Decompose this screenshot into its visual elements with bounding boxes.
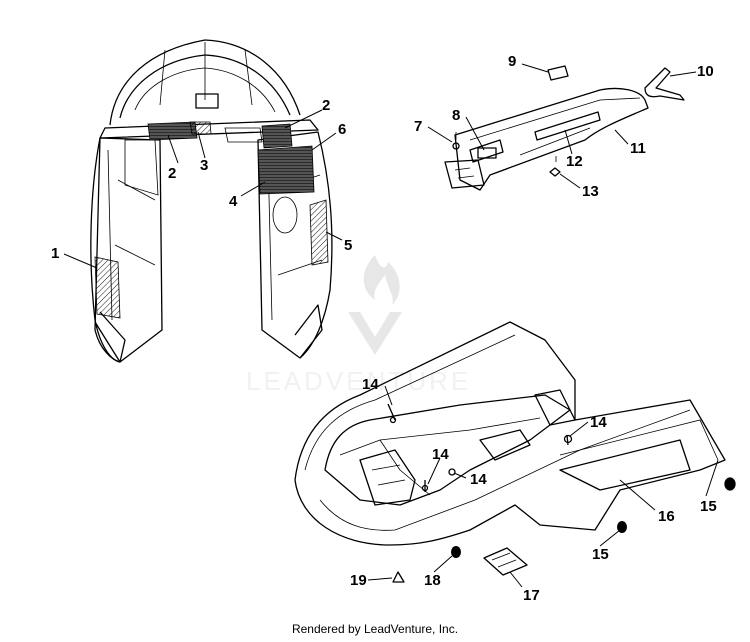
callout-15-left: 15 <box>592 546 609 563</box>
callout-1: 1 <box>51 245 59 262</box>
leader-lines <box>63 63 719 588</box>
callout-9: 9 <box>508 53 516 70</box>
callout-3: 3 <box>200 157 208 174</box>
callout-18: 18 <box>424 572 441 589</box>
callout-10: 10 <box>697 63 714 80</box>
watermark-text: LEADVENTURE <box>246 366 471 396</box>
callout-2-left: 2 <box>168 165 176 182</box>
callout-15-right: 15 <box>700 498 717 515</box>
callout-11: 11 <box>630 140 646 157</box>
callout-16: 16 <box>658 508 675 525</box>
clip-9 <box>547 65 569 81</box>
decal-4 <box>257 145 315 195</box>
callout-14-a: 14 <box>362 376 379 393</box>
watermark-logo: LEADVENTURE <box>246 255 471 396</box>
decal-2-left <box>147 121 198 141</box>
callouts: 1 2 2 3 4 5 6 7 8 9 10 11 12 13 14 14 14… <box>51 53 717 604</box>
callout-5: 5 <box>344 237 352 254</box>
decal-3 <box>189 121 212 135</box>
credit-text: Rendered by LeadVenture, Inc. <box>291 622 459 636</box>
callout-2-right: 2 <box>322 97 330 114</box>
callout-14-d: 14 <box>470 471 487 488</box>
callout-14-b: 14 <box>590 414 607 431</box>
tray-assembly <box>294 321 736 583</box>
decal-5 <box>309 199 329 266</box>
callout-8: 8 <box>452 107 460 124</box>
callout-19: 19 <box>350 572 367 589</box>
callout-12: 12 <box>566 153 583 170</box>
hood-assembly <box>90 39 333 363</box>
decal-2-right <box>261 123 293 149</box>
wire-clip-10 <box>644 67 685 101</box>
callout-4: 4 <box>229 193 238 210</box>
bracket-11 <box>454 87 649 191</box>
decal-1 <box>94 256 121 319</box>
callout-17: 17 <box>523 587 540 604</box>
callout-14-c: 14 <box>432 446 449 463</box>
callout-6: 6 <box>338 121 346 138</box>
plate-17 <box>483 547 528 576</box>
callout-7: 7 <box>414 118 422 135</box>
callout-13: 13 <box>582 183 599 200</box>
bracket-assembly <box>444 65 685 191</box>
